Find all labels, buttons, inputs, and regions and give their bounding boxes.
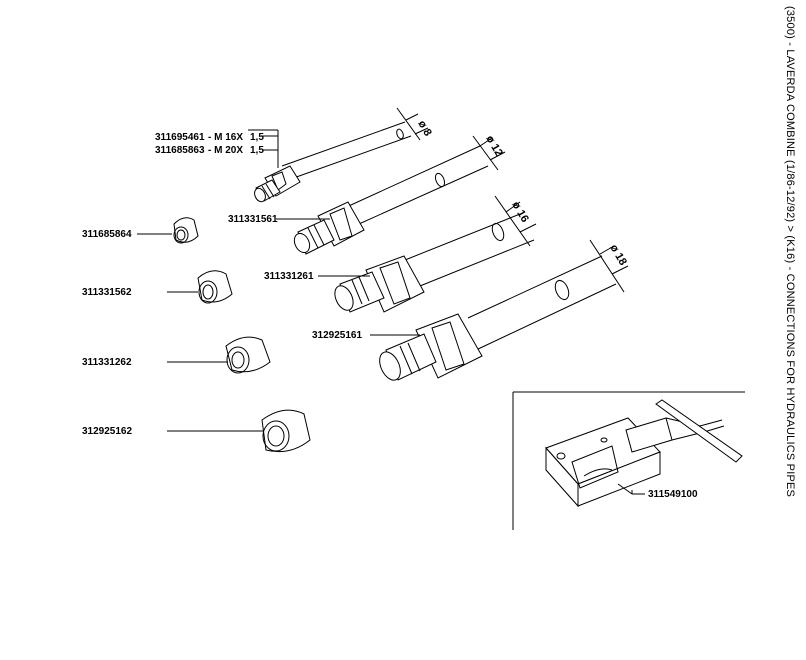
label-311331562: 311331562 — [82, 287, 132, 298]
page-title: (3500) - LAVERDA COMBINE (1/86-12/92) > … — [784, 6, 796, 497]
ring-part-1 — [173, 217, 199, 244]
flaring-tool — [545, 399, 743, 508]
pipe-assembly-2 — [293, 145, 489, 255]
diameter-18-label: ø 18 — [607, 243, 628, 268]
label-pitch-m20: 1,5 — [250, 145, 264, 156]
label-311331561: 311331561 — [228, 214, 278, 225]
ring-part-2 — [197, 270, 233, 304]
label-311331262: 311331262 — [82, 357, 132, 368]
label-312925161: 312925161 — [312, 330, 362, 341]
leader-lines — [137, 129, 420, 432]
label-312925162: 312925162 — [82, 426, 132, 437]
dimension-arrows-4 — [589, 239, 629, 293]
dimension-arrows-2 — [472, 135, 506, 171]
label-311331261: 311331261 — [264, 271, 314, 282]
part-labels: 311695461 - M 16X 1,5 311685863 - M 20X … — [82, 132, 698, 500]
ring-part-4 — [261, 409, 311, 453]
label-311695461: 311695461 — [155, 132, 205, 143]
label-311685863: 311685863 — [155, 145, 205, 156]
pipe-assembly-1 — [254, 121, 412, 203]
dimension-arrows-1 — [396, 107, 429, 141]
ring-part-3 — [225, 336, 271, 374]
pipe-assembly-3 — [334, 213, 535, 313]
pipe-assembly-4 — [379, 255, 617, 381]
label-spec-m20: - M 20X — [208, 145, 243, 156]
tool-inset-frame — [512, 391, 745, 530]
label-311685864: 311685864 — [82, 229, 132, 240]
label-pitch-m16: 1,5 — [250, 132, 264, 143]
dimension-arrows-3 — [494, 195, 537, 247]
label-311549100: 311549100 — [648, 489, 698, 500]
diameter-8-label: ø 8 — [415, 119, 433, 139]
label-spec-m16: - M 16X — [208, 132, 243, 143]
